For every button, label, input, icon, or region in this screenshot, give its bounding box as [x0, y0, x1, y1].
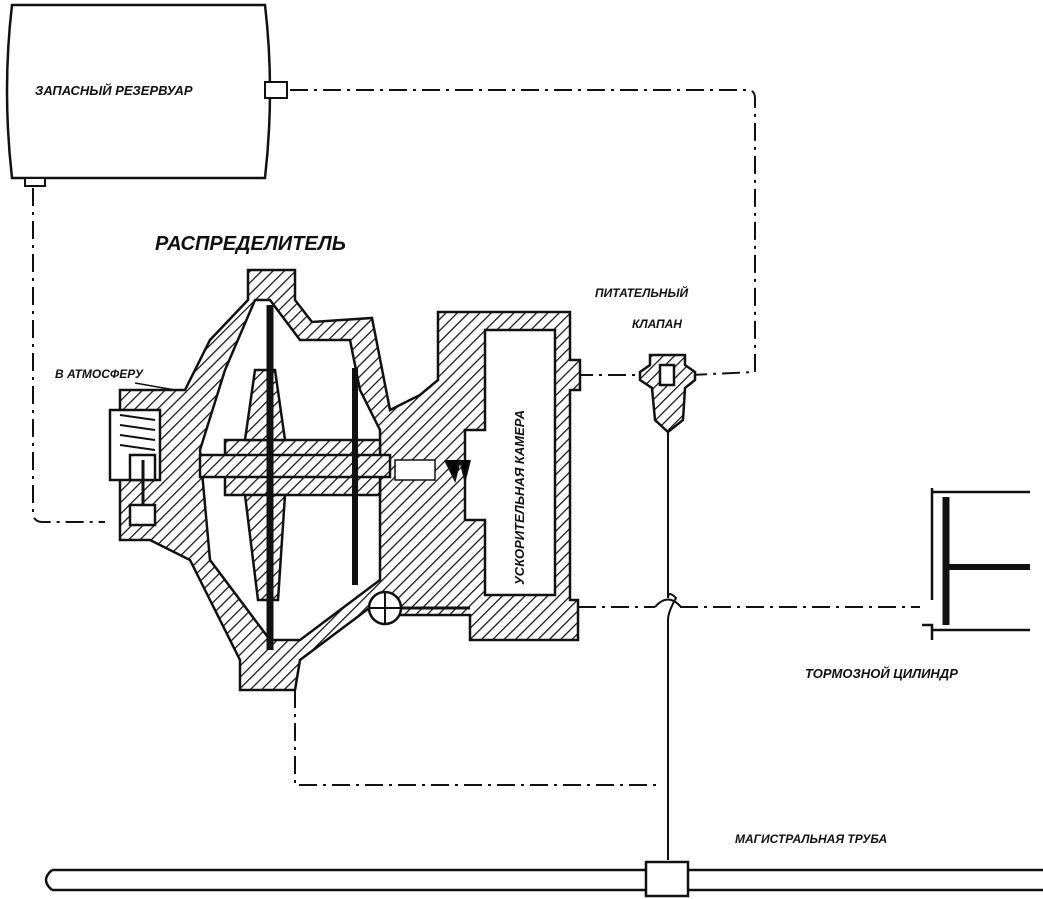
- brake-cylinder: [922, 488, 1030, 640]
- atmosphere-pointer: [134, 382, 176, 391]
- spring: [119, 414, 471, 483]
- brake-cylinder-label: ТОРМОЗНОЙ ЦИЛИНДР: [805, 665, 958, 681]
- feed-valve: [638, 353, 697, 434]
- atmosphere-label: В АТМОСФЕРУ: [55, 367, 144, 381]
- distributor-label: РАСПРЕДЕЛИТЕЛЬ: [155, 233, 346, 255]
- feed-valve-label-line1: ПИТАТЕЛЬНЫЙ: [595, 284, 688, 300]
- main-pipe: [44, 860, 1043, 898]
- feed-valve-label-line2: КЛАПАН: [632, 317, 682, 331]
- pipelines: [32, 89, 920, 786]
- reserve-reservoir: [5, 3, 288, 187]
- reservoir-label: ЗАПАСНЫЙ РЕЗЕРВУАР: [35, 82, 193, 98]
- line-crossover: [654, 598, 682, 608]
- distributor-body: [108, 268, 582, 692]
- accel-chamber-label: УСКОРИТЕЛЬНАЯ КАМЕРА: [512, 410, 527, 585]
- feed-valve-to-main-pipe-line: [667, 430, 678, 860]
- reservoir-to-feed-valve-line: [290, 89, 756, 376]
- reservoir-to-distributor-line: [32, 188, 105, 523]
- distributor-pistons: [266, 305, 358, 650]
- main-pipe-label: МАГИСТРАЛЬНАЯ ТРУБА: [735, 832, 887, 846]
- main-pipe-loop-line: [294, 690, 660, 786]
